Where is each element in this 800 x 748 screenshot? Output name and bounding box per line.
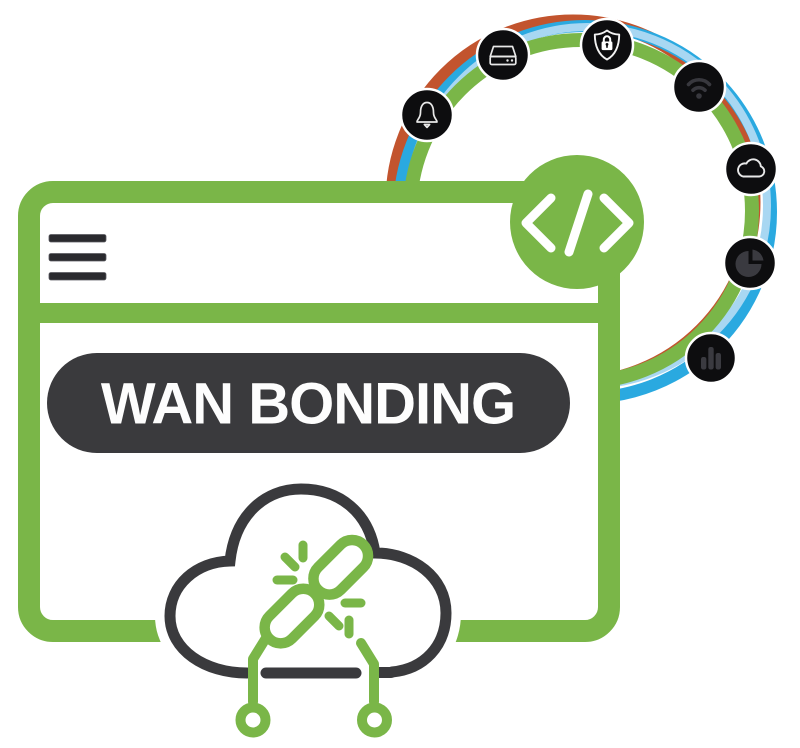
browser-window: WAN BONDING [18,181,620,642]
window-toolbar-divider [40,303,598,323]
hamburger-menu-icon [48,234,107,281]
icon-disc [723,141,779,197]
code-icon [521,189,634,257]
icon-disc [399,87,455,143]
notification-bell-icon [399,87,455,143]
link-break-sparks [272,540,366,639]
network-node-left [235,702,271,738]
network-node-right [357,702,392,738]
network-circuit-lines [248,633,379,707]
code-badge [510,155,644,289]
hamburger-bar [48,272,107,281]
hamburger-bar [48,234,107,243]
security-shield-lock-icon [579,17,635,73]
cloud-broken-link-icon [155,474,461,738]
heading-pill [47,353,570,453]
wifi-icon [671,59,727,115]
page-title: WAN BONDING [101,372,515,437]
icon-disc [475,27,531,83]
bar-chart-icon [684,331,738,385]
server-drive-icon [475,27,531,83]
hamburger-bar [48,253,107,262]
cloud-outline [164,483,452,679]
pie-chart-icon [722,235,778,291]
cloud-icon [723,141,779,197]
icon-disc [722,235,778,291]
cloud-bottom-edge [260,667,397,679]
